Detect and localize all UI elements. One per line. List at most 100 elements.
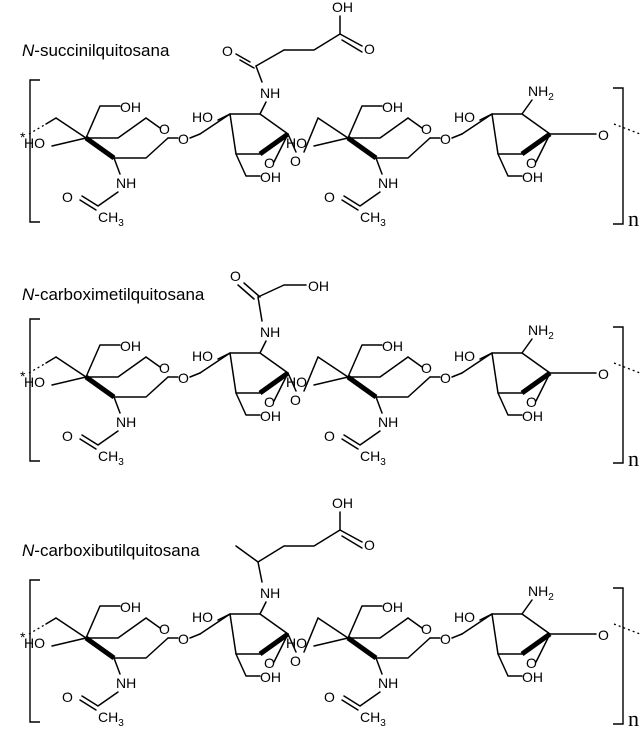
right-bracket [613, 87, 624, 225]
glyco-bond-5 [303, 617, 319, 653]
unit-2-ho-bond [217, 113, 231, 121]
unit-4-ring-o-bond [535, 133, 551, 163]
unit-3-nh-bond [375, 657, 383, 675]
glycosidic-oxygen-1: O [178, 131, 189, 147]
unit-4-ch2oh-label: OH [522, 169, 543, 185]
unit-3-ho-label: HO [286, 374, 307, 390]
right-bracket [613, 587, 624, 725]
unit-3-acetyl-double [341, 699, 359, 711]
dotted-terminal-bond [613, 362, 641, 374]
unit-4-ring-bottom [491, 613, 523, 655]
dotted-terminal-bond [28, 362, 47, 374]
glyco-bond-7 [451, 372, 463, 378]
structure-succinyl: N-succinilquitosana *OOHHONHOCH3OOHOOHNH… [20, 0, 641, 231]
unit-1-ho-label: HO [24, 635, 45, 651]
unit-1-nh-label: NH [116, 175, 136, 191]
unit-3-ring-oxygen: O [421, 360, 432, 376]
acid-hydroxyl: OH [332, 0, 353, 15]
unit-3-ch2oh-label: OH [382, 599, 403, 615]
unit-2-linked-nh-label: NH [260, 324, 280, 340]
unit-1-ring-bold-edge [84, 135, 116, 161]
unit-1-acetyl-bond [81, 191, 119, 207]
unit-4-ring-top [461, 113, 551, 135]
unit-1-ho-bond [51, 376, 87, 386]
chain-end-star: * [20, 368, 26, 384]
glycosidic-oxygen-3: O [440, 131, 451, 147]
unit-2-ho-label: HO [192, 109, 213, 125]
structure-carboxybutyl: N-carboxibutilquitosana *OOHHONHOCH3OOHO… [20, 495, 641, 729]
unit-2-ch2oh-label: OH [260, 408, 281, 424]
unit-2-linked-nh-label: NH [260, 85, 280, 101]
unit-4-ch2oh-label: OH [522, 408, 543, 424]
unit-2-ring-o-bond [273, 133, 289, 163]
unit-2-ring-oxygen: O [264, 655, 275, 671]
unit-1-ring-top [55, 117, 147, 139]
unit-2-ring-bold-edge [258, 131, 290, 157]
unit-4-ring-top [461, 613, 551, 635]
unit-4-ring-bold-edge [520, 370, 552, 396]
unit-2-ring-oxygen: O [264, 155, 275, 171]
left-bracket [29, 79, 40, 223]
glyco-bond-3 [189, 133, 201, 139]
unit-3-acetyl-oxygen: O [324, 689, 335, 705]
unit-2-ch2oh-label: OH [260, 669, 281, 685]
unit-3-ho-bond [313, 137, 349, 147]
unit-2-nh-bond [259, 101, 267, 115]
unit-3-acetyl-bond [343, 691, 381, 707]
carbonyl-double-bond-2 [237, 284, 255, 300]
dotted-terminal-bond [613, 123, 641, 135]
unit-3-ring-top [317, 117, 409, 139]
terminal-oxygen: O [598, 366, 609, 382]
unit-3-methyl-label: CH3 [360, 209, 386, 229]
unit-1-ch2oh-bond [85, 105, 121, 139]
unit-2-nh-bond [259, 601, 267, 615]
unit-3-ring-oxygen: O [421, 121, 432, 137]
hydroxyl-bond [257, 284, 307, 298]
unit-1-methyl-label: CH3 [98, 209, 124, 229]
unit-4-ch2oh-label: OH [522, 669, 543, 685]
unit-1-ring-oxygen: O [159, 621, 170, 637]
chain-bond-2 [283, 33, 341, 51]
unit-3-ring-bottom [375, 637, 431, 659]
unit-1-nh-label: NH [116, 675, 136, 691]
amide-oxygen: O [222, 43, 233, 59]
glycosidic-oxygen-3: O [440, 370, 451, 386]
amide-double-bond [235, 53, 251, 63]
left-bracket [29, 318, 40, 462]
structure-title: N-carboxibutilquitosana [22, 541, 200, 560]
chain: *OOHHONHOCH3OOHOOHNHOOOHHONHOCH3OOHOOHNH… [20, 579, 641, 729]
unit-3-nh-label: NH [378, 175, 398, 191]
glyco-bond-5 [303, 117, 319, 153]
glycosidic-oxygen-2: O [290, 653, 301, 669]
unit-1-acetyl-bond [81, 691, 119, 707]
unit-4-ho-label: HO [454, 609, 475, 625]
glyco-bond-1 [45, 117, 57, 125]
unit-1-ring-oxygen: O [159, 360, 170, 376]
unit-2-linked-nh-label: NH [260, 585, 280, 601]
unit-4-ring-oxygen: O [526, 655, 537, 671]
structure-title: N-carboximetilquitosana [22, 285, 205, 304]
unit-1-acetyl-oxygen: O [62, 189, 73, 205]
unit-2-ring-top [199, 613, 289, 635]
unit-1-acetyl-oxygen: O [62, 689, 73, 705]
unit-3-methyl-label: CH3 [360, 448, 386, 468]
unit-2-ho-bond [217, 352, 231, 360]
substituent: OOH [230, 268, 329, 322]
methyl-bond [235, 545, 259, 563]
unit-4-nh2-bond [521, 99, 533, 115]
acid-hydroxyl: OH [308, 278, 329, 294]
unit-1-acetyl-bond [81, 430, 119, 446]
unit-4-ring-bottom [491, 352, 523, 394]
glyco-bond-1 [45, 617, 57, 625]
acid-carbonyl-oxygen: O [364, 537, 375, 553]
structure-title: N-succinilquitosana [22, 41, 170, 60]
unit-4-ring-o-bond [535, 372, 551, 402]
unit-4-ring-o-bond [535, 633, 551, 663]
unit-1-ring-o-bond [145, 117, 161, 129]
unit-2-ring-oxygen: O [264, 394, 275, 410]
unit-2-ho-bond [217, 613, 231, 621]
unit-2-ring-top [199, 113, 289, 135]
unit-1-ring-bold-edge [84, 374, 116, 400]
unit-1-ring-bottom [113, 376, 169, 398]
unit-4-ring-bottom [491, 113, 523, 155]
